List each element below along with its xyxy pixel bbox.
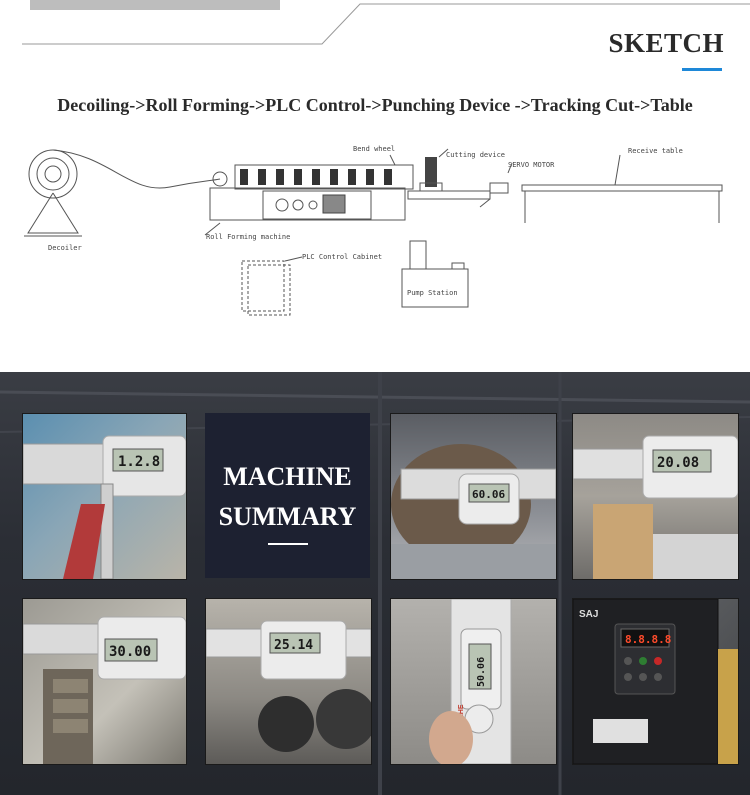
caliper-lcd [269, 632, 321, 654]
header-decoration [22, 0, 750, 45]
label-decoiler: Decoiler [48, 244, 82, 252]
cutting-device-drawing [407, 148, 513, 208]
caliper-lcd [104, 638, 158, 662]
caliper-lcd [468, 483, 510, 503]
header-shadow-bar [30, 0, 280, 10]
title-underline [682, 68, 722, 71]
label-bend-wheel: Bend wheel [353, 145, 395, 153]
decoiler-drawing [24, 149, 221, 237]
photo-caliper-5: 25.14 [205, 598, 372, 765]
caliper-lcd [468, 643, 492, 690]
caliper-lcd [112, 448, 164, 472]
summary-title: MACHINE SUMMARY [205, 457, 370, 537]
process-flow-text: Decoiling->Roll Forming->PLC Control->Pu… [57, 95, 693, 115]
label-servo-motor: SERVO MOTOR [508, 161, 555, 169]
label-pump-station: Pump Station [407, 289, 458, 297]
photo-caliper-4: 30.00 [22, 598, 187, 765]
inverter-brand: SAJ [579, 609, 598, 620]
label-receive-table: Receive table [628, 147, 683, 155]
caliper-readout: 20.08 [657, 455, 699, 471]
label-cutting-device: Cutting device [446, 151, 505, 159]
plc-cabinet-drawing [241, 256, 303, 316]
production-line-diagram: Decoiler Bend wheel Roll Forming machine [24, 145, 723, 316]
pump-station-drawing [401, 240, 469, 308]
label-roll-forming: Roll Forming machine [206, 233, 290, 241]
photo-caliper-1: 1.2.8 [22, 413, 187, 580]
photo-caliper-2: 60.06 [390, 413, 557, 580]
caliper-readout: 30.00 [109, 644, 151, 660]
sketch-section: SKETCH Decoiling->Roll Forming->PLC Cont… [0, 0, 750, 372]
caliper-readout: 1.2.8 [118, 454, 160, 470]
summary-title-line2: SUMMARY [218, 502, 357, 531]
header-divider-line [22, 3, 750, 45]
caliper-readout: 25.14 [274, 638, 313, 653]
photo-caliper-3: 20.08 [572, 413, 739, 580]
caliper-lcd [652, 449, 712, 473]
receive-table-drawing [521, 154, 723, 223]
photo-inverter: SAJ 8.8.8.8 [572, 598, 739, 765]
summary-title-line1: MACHINE [223, 462, 352, 491]
inverter-display [620, 628, 670, 648]
photo-caliper-6: 50.06 SHAHE [390, 598, 557, 765]
section-title: SKETCH [608, 28, 724, 58]
summary-underline [268, 543, 308, 545]
machine-summary-panel: MACHINE SUMMARY [205, 413, 370, 578]
caliper-readout: 50.06 [476, 657, 487, 687]
inverter-readout: 8.8.8.8 [625, 633, 671, 646]
roll-forming-drawing [204, 154, 414, 236]
caliper-readout: 60.06 [472, 488, 505, 501]
label-plc-cabinet: PLC Control Cabinet [302, 253, 382, 261]
